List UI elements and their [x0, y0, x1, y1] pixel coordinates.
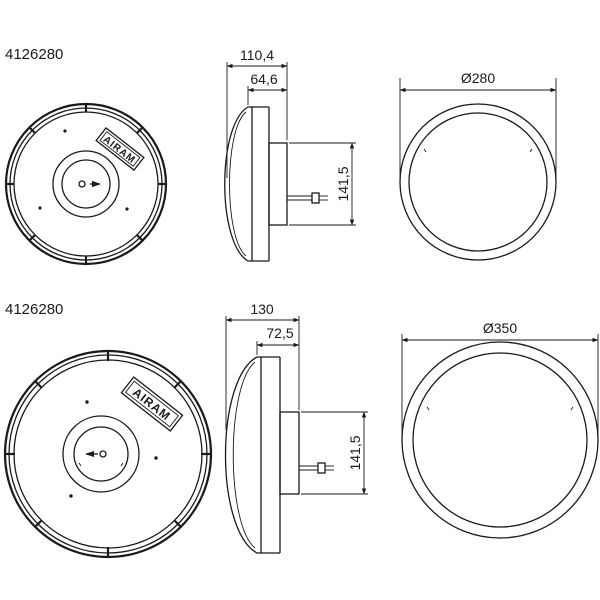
bottom-front-view: AIRAM: [3, 349, 213, 559]
top-back-view: Ø280: [399, 70, 557, 261]
top-dim-depth-base: 64,6: [250, 71, 277, 87]
top-side-view: 110,4 64,6 141,5: [224, 47, 356, 262]
top-dim-base-height: 141,5: [335, 166, 351, 201]
bottom-product-code: 4126280: [5, 301, 63, 318]
top-product-code: 4126280: [5, 46, 63, 63]
bottom-dim-base-height: 141,5: [347, 435, 363, 470]
top-dim-diameter: Ø280: [461, 70, 495, 86]
bottom-dim-diameter: Ø350: [483, 320, 517, 336]
top-logo-text: AIRAM: [101, 134, 138, 166]
bottom-dim-depth-base: 72,5: [266, 325, 293, 341]
bottom-dim-depth-total: 130: [250, 301, 274, 317]
bottom-back-view: Ø350: [401, 320, 599, 539]
top-dim-depth-total: 110,4: [240, 47, 274, 63]
top-front-view: AIRAM: [4, 102, 168, 266]
bottom-side-view: 130 72,5 141,5: [224, 301, 368, 554]
